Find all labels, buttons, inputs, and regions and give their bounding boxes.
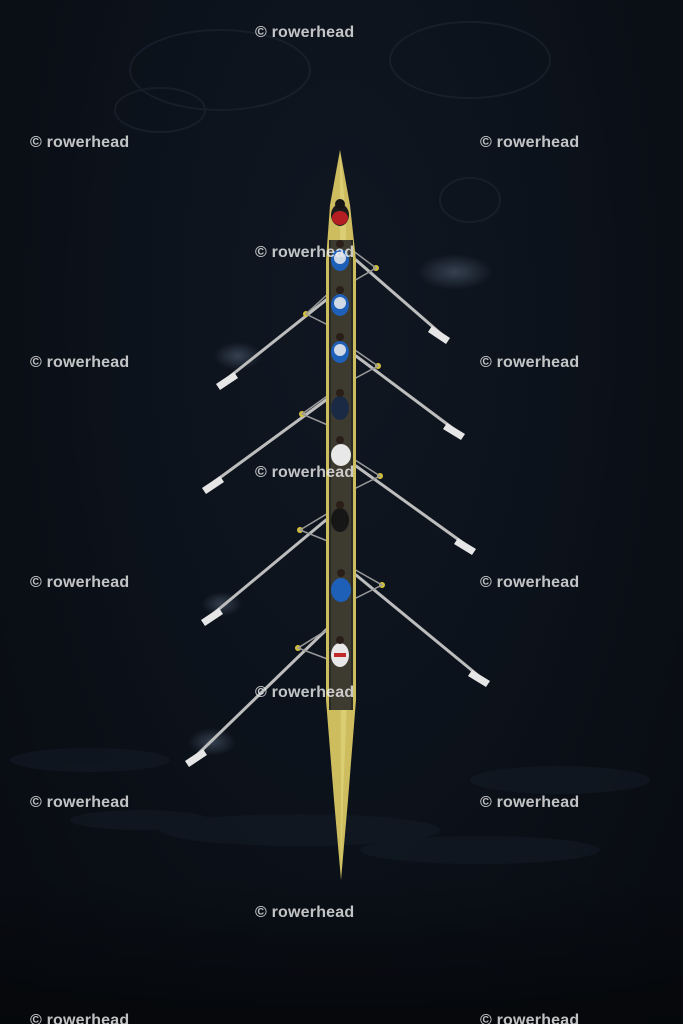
watermark: © rowerhead <box>255 684 355 701</box>
watermark: © rowerhead <box>480 134 580 151</box>
splashes <box>188 254 493 756</box>
watermark: © rowerhead <box>480 574 580 591</box>
oar-blades <box>185 326 490 767</box>
watermark: © rowerhead <box>480 1012 580 1024</box>
watermark: © rowerhead <box>30 794 130 811</box>
watermark: © rowerhead <box>255 904 355 921</box>
watermark: © rowerhead <box>30 354 130 371</box>
crew <box>331 199 351 667</box>
watermark: © rowerhead <box>30 134 130 151</box>
watermark: © rowerhead <box>255 24 355 41</box>
watermark: © rowerhead <box>480 354 580 371</box>
watermark: © rowerhead <box>30 574 130 591</box>
water-ripples <box>114 21 551 223</box>
watermark: © rowerhead <box>480 794 580 811</box>
water-texture <box>10 748 650 864</box>
watermark: © rowerhead <box>255 244 355 261</box>
riggers <box>296 249 384 661</box>
watermark: © rowerhead <box>255 464 355 481</box>
watermark: © rowerhead <box>30 1012 130 1024</box>
